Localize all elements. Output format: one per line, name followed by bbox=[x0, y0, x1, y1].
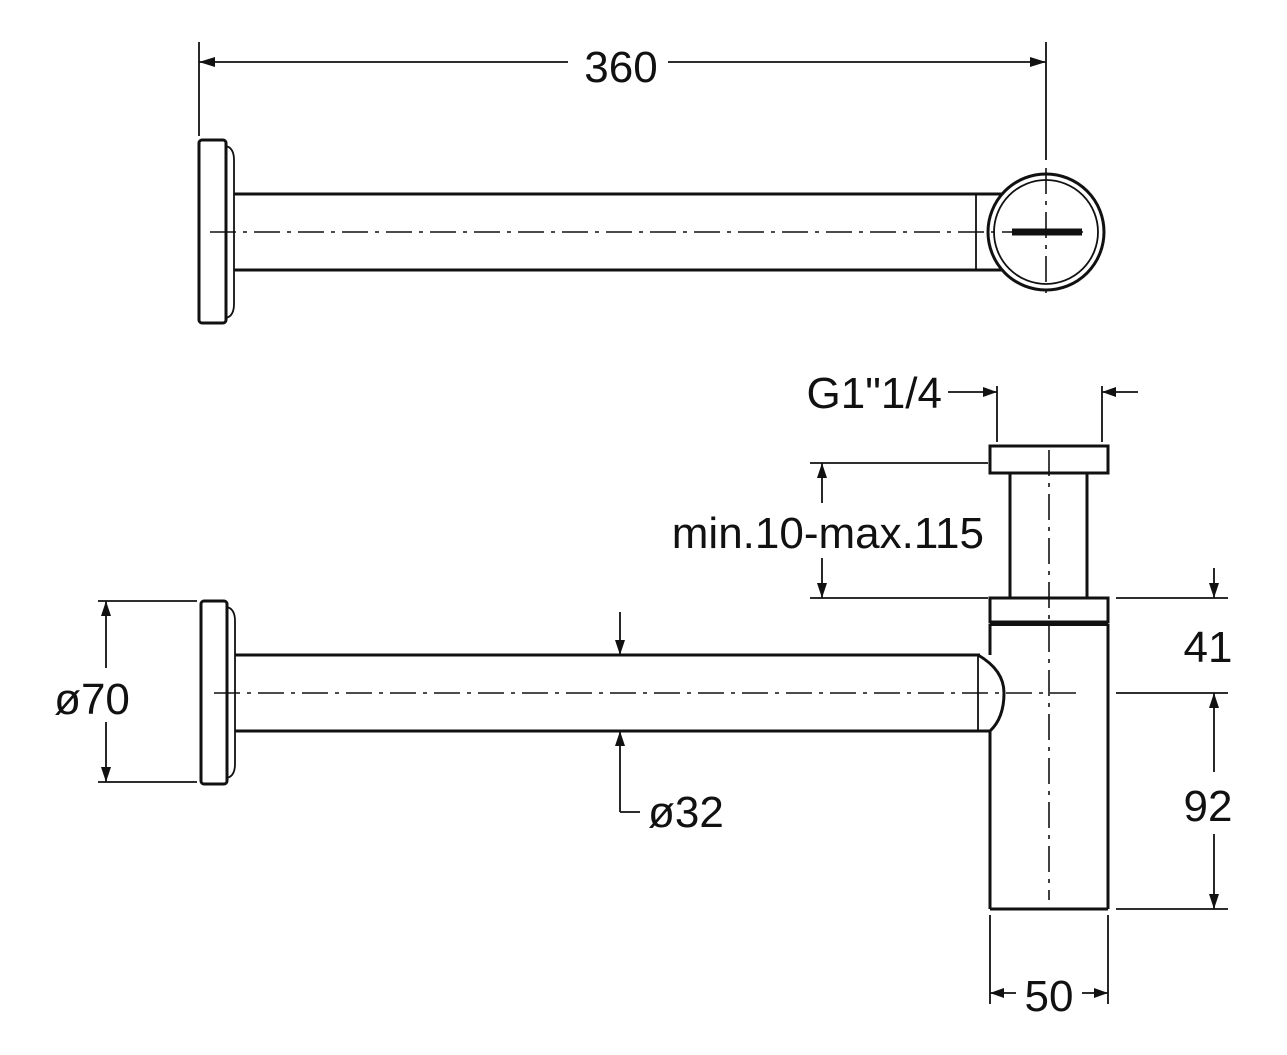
dim-50-arrow-right bbox=[1094, 988, 1108, 998]
dim-height-arrow-top bbox=[817, 463, 827, 478]
dim-360-label: 360 bbox=[584, 43, 657, 92]
dim-thread-arrow-right bbox=[1102, 387, 1116, 397]
side-pipe-bend bbox=[977, 653, 1006, 733]
dim-92-label: 92 bbox=[1184, 782, 1233, 831]
dim-41-label: 41 bbox=[1184, 623, 1233, 672]
dim-flange-arrow-bottom bbox=[101, 767, 111, 782]
dim-pipe-arrow-top bbox=[615, 640, 625, 655]
dim-41-arrow-top bbox=[1209, 583, 1219, 598]
top-view: 360 bbox=[197, 42, 1106, 325]
dim-50-label: 50 bbox=[1025, 972, 1074, 1021]
dim-height-label: min.10-max.115 bbox=[672, 509, 984, 558]
dim-92-arrow-top bbox=[1209, 693, 1219, 708]
dim-360-arrow-right bbox=[1030, 57, 1046, 67]
dim-thread-label: G1"1/4 bbox=[807, 369, 942, 418]
dim-height-arrow-bottom bbox=[817, 583, 827, 598]
dim-flange-arrow-top bbox=[101, 601, 111, 616]
dim-pipe-label: ø32 bbox=[648, 788, 724, 837]
dim-flange-label: ø70 bbox=[54, 675, 130, 724]
side-view: G1"1/4 min.10-max.115 ø70 ø32 41 bbox=[54, 369, 1232, 1021]
dim-360-arrow-left bbox=[199, 57, 215, 67]
dim-50-arrow-left bbox=[990, 988, 1004, 998]
dim-thread-arrow-left bbox=[983, 387, 997, 397]
dim-pipe-arrow-bottom bbox=[615, 731, 625, 746]
dim-92-arrow-bottom bbox=[1209, 894, 1219, 909]
